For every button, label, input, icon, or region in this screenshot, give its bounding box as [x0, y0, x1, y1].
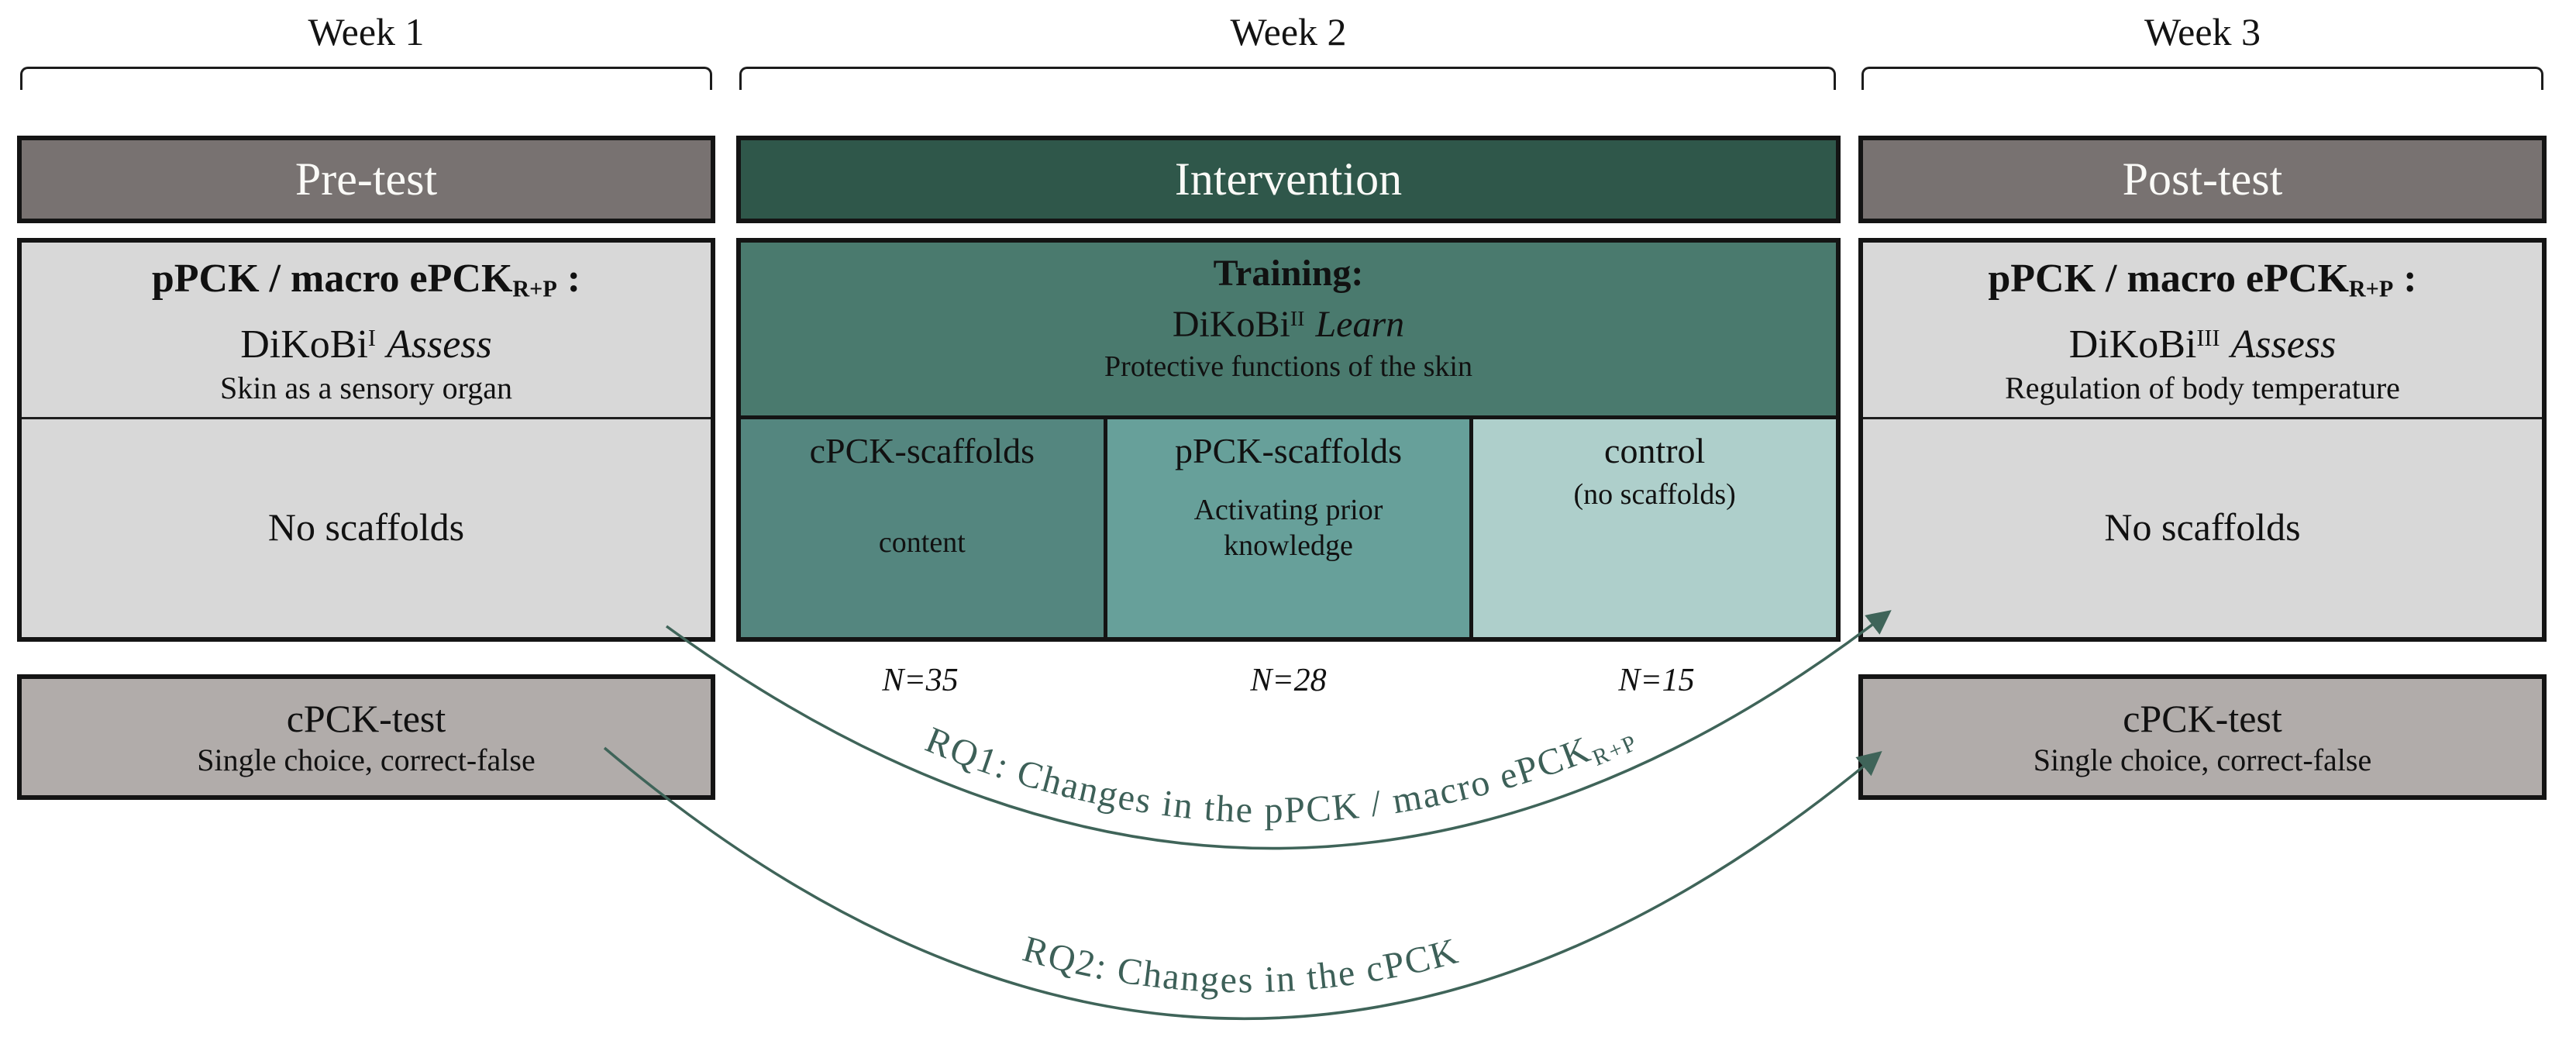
group-detail: content — [878, 526, 966, 559]
training-title: Training: — [1213, 253, 1364, 294]
week-3-label: Week 3 — [2144, 10, 2261, 53]
group-cell-ppck-scaffolds: pPCK-scaffolds Activating prior knowledg… — [1103, 419, 1470, 637]
rq1-label-subscript: R+P — [1589, 729, 1641, 771]
timeline-bracket-week1 — [20, 67, 712, 90]
posttest-instrument-superscript: III — [2196, 324, 2220, 351]
treatment-groups-row: cPCK-scaffolds content pPCK-scaffolds Ac… — [741, 419, 1837, 637]
pretest-header-box: Pre-test — [17, 136, 715, 223]
rq1-arrow — [665, 610, 1892, 850]
group-n-label-ppck: N=28 — [1250, 663, 1327, 698]
week-2-label: Week 2 — [1230, 10, 1347, 53]
posttest-title: pPCK / macro ePCKR+P : — [1988, 253, 2416, 315]
pretest-instrument-mode: Assess — [386, 322, 492, 367]
pretest-cpck-test-box: cPCK-test Single choice, correct-false — [17, 674, 715, 800]
rq2-arrow — [603, 746, 1882, 1020]
group-cell-control: control (no scaffolds) — [1469, 419, 1837, 637]
pretest-instrument-superscript: I — [367, 324, 376, 351]
posttest-instrument-name: DiKoBi — [2068, 322, 2197, 367]
posttest-cpck-test-subtitle: Single choice, correct-false — [2033, 743, 2372, 777]
rq1-label: RQ1: Changes in the pPCK / macro ePCK — [920, 719, 1596, 831]
posttest-title-main: pPCK / macro ePCK — [1988, 257, 2349, 301]
posttest-measure-top-section: pPCK / macro ePCKR+P : DiKoBiIII Assess R… — [1863, 243, 2542, 419]
posttest-header-label: Post-test — [2122, 153, 2283, 205]
pretest-instrument-name: DiKoBi — [240, 322, 368, 367]
posttest-cpck-test-box: cPCK-test Single choice, correct-false — [1858, 674, 2547, 800]
pretest-cpck-test-subtitle: Single choice, correct-false — [197, 743, 536, 777]
timeline-bracket-week3 — [1861, 67, 2543, 90]
pretest-topic: Skin as a sensory organ — [220, 370, 512, 405]
week-1-label: Week 1 — [308, 10, 425, 53]
pretest-scaffolds-section: No scaffolds — [22, 419, 711, 635]
posttest-instrument-mode: Assess — [2230, 322, 2337, 367]
pretest-title-colon: : — [556, 257, 581, 301]
rq2-label-text: RQ2: Changes in the cPCK — [1018, 929, 1463, 1001]
posttest-header-box: Post-test — [1858, 136, 2547, 223]
intervention-header-box: Intervention — [736, 136, 1841, 223]
group-name: pPCK-scaffolds — [1174, 431, 1403, 470]
rq1-label-text: RQ1: Changes in the pPCK / macro ePCKR+P — [920, 719, 1641, 831]
posttest-scaffolds-section: No scaffolds — [1863, 419, 2542, 635]
group-detail: Activating prior knowledge — [1193, 494, 1383, 562]
pretest-title-main: pPCK / macro ePCK — [151, 257, 513, 301]
posttest-topic: Regulation of body temperature — [2005, 370, 2400, 405]
group-n-label-cpck: N=35 — [882, 663, 959, 698]
group-name: cPCK-scaffolds — [809, 431, 1035, 470]
group-cell-cpck-scaffolds: cPCK-scaffolds content — [741, 419, 1104, 637]
posttest-title-subscript: R+P — [2348, 275, 2394, 302]
pretest-cpck-test-title: cPCK-test — [286, 697, 446, 740]
posttest-title-colon: : — [2393, 257, 2417, 301]
rq2-label: RQ2: Changes in the cPCK — [1018, 929, 1463, 1001]
posttest-measure-box: pPCK / macro ePCKR+P : DiKoBiIII Assess R… — [1858, 238, 2547, 642]
training-instrument-superscript: II — [1290, 307, 1305, 331]
pretest-title: pPCK / macro ePCKR+P : — [152, 253, 580, 315]
training-section: Training: DiKoBiII Learn Protective funct… — [741, 243, 1836, 419]
intervention-header-label: Intervention — [1174, 153, 1403, 205]
group-n-label-control: N=15 — [1618, 663, 1695, 698]
training-instrument-name: DiKoBi — [1172, 303, 1290, 345]
timeline-bracket-week2 — [739, 67, 1836, 90]
pretest-measure-top-section: pPCK / macro ePCKR+P : DiKoBiI Assess Ski… — [22, 243, 711, 419]
training-instrument-mode: Learn — [1315, 303, 1405, 345]
pretest-scaffolds-label: No scaffolds — [267, 505, 465, 549]
posttest-cpck-test-title: cPCK-test — [2123, 697, 2282, 740]
intervention-training-box: Training: DiKoBiII Learn Protective funct… — [736, 238, 1841, 642]
pretest-measure-box: pPCK / macro ePCKR+P : DiKoBiI Assess Ski… — [17, 238, 715, 642]
pretest-header-label: Pre-test — [294, 153, 438, 205]
group-detail: (no scaffolds) — [1573, 478, 1736, 511]
posttest-instrument: DiKoBiIII Assess — [2069, 315, 2337, 368]
training-topic: Protective functions of the skin — [1104, 350, 1472, 383]
posttest-scaffolds-label: No scaffolds — [2104, 505, 2301, 549]
pretest-title-subscript: R+P — [512, 275, 557, 302]
pretest-instrument: DiKoBiI Assess — [240, 315, 492, 368]
training-instrument: DiKoBiII Learn — [1173, 297, 1404, 347]
group-name: control — [1604, 431, 1706, 470]
